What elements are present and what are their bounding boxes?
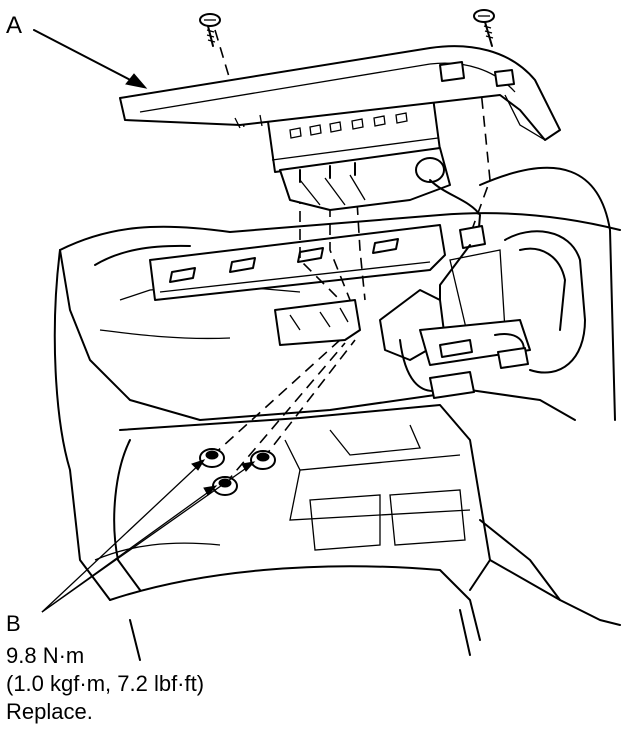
torque-nm: 9.8 N·m <box>6 643 85 668</box>
screw-left <box>199 13 221 47</box>
callout-a-label: A <box>6 12 23 39</box>
leader-lines <box>33 29 256 613</box>
mounting-nuts <box>199 339 356 496</box>
callout-b-legend: 9.8 N·m (1.0 kgf·m, 7.2 lbf·ft) Replace. <box>6 642 204 726</box>
nut-1 <box>199 448 225 468</box>
dashboard-structure <box>53 166 621 661</box>
cover-screws <box>199 9 495 47</box>
nut-3 <box>250 450 276 470</box>
screw-right <box>473 9 495 47</box>
callout-b-label: B <box>6 611 21 636</box>
torque-alt-units: (1.0 kgf·m, 7.2 lbf·ft) <box>6 671 205 696</box>
dashboard-upper-cover <box>119 45 561 141</box>
nut-2 <box>212 476 238 496</box>
replace-note: Replace. <box>6 699 93 724</box>
